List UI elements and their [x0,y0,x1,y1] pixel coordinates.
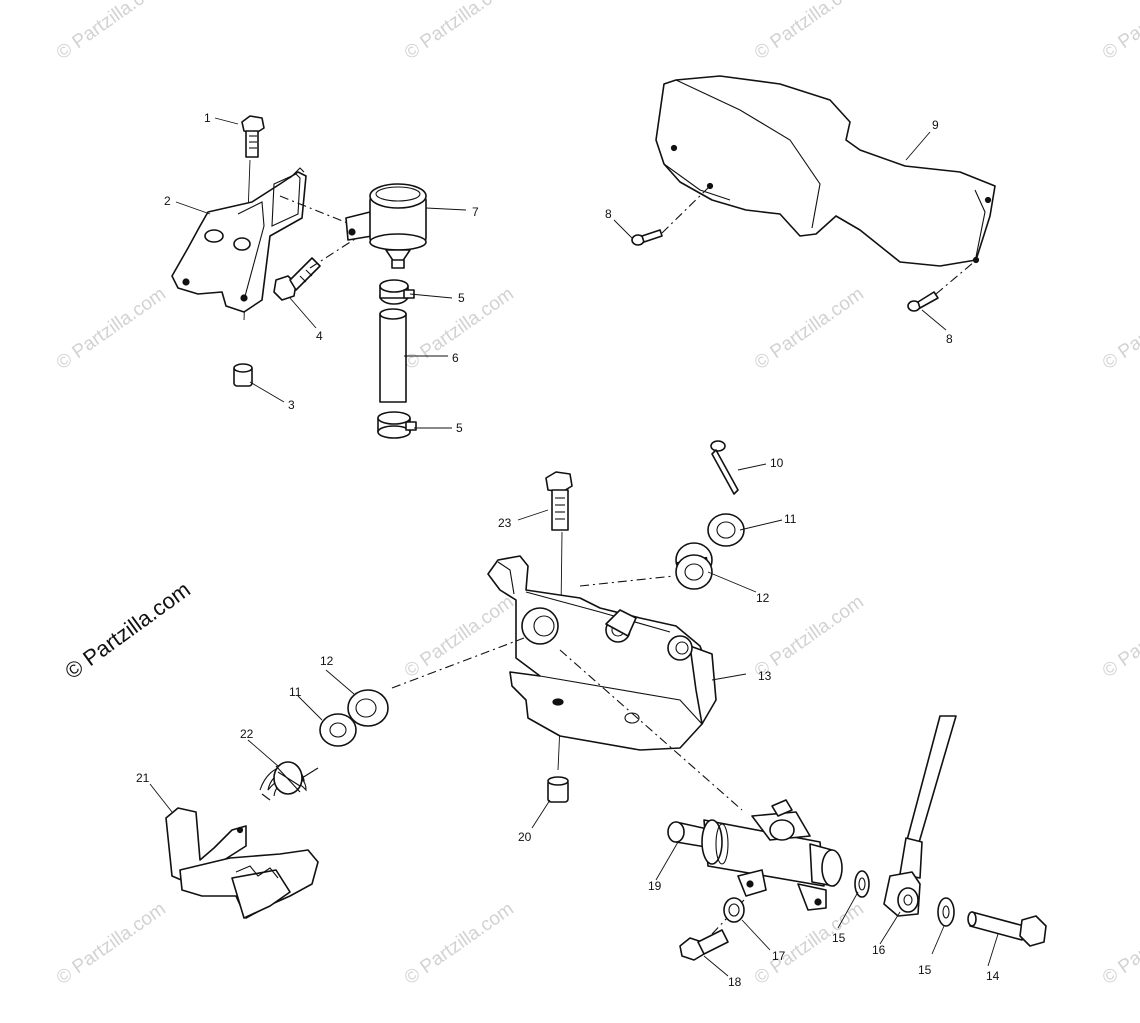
part-reservoir-7 [345,183,427,269]
part-cotter-pin-10 [710,440,739,495]
watermark-text: © Partzilla.com [401,0,518,64]
callout-1: 1 [204,111,211,125]
watermark-text: © Partzilla.com [1099,0,1140,64]
callout-12-upper: 12 [756,591,770,605]
part-bolt-18 [679,929,729,961]
watermark-text: © Partzilla.com [1099,283,1140,374]
part-bracket-13 [487,555,717,751]
watermark-text: © Partzilla.com [53,898,170,989]
callout-17: 17 [772,949,786,963]
callout-14: 14 [986,969,1000,983]
part-rod-16 [883,715,957,917]
callout-15-left: 15 [832,931,846,945]
callout-5-lower: 5 [456,421,463,435]
callout-9: 9 [932,118,939,132]
watermark-text: © Partzilla.com [1099,898,1140,989]
callout-11-lower: 11 [289,685,302,699]
callout-8-left: 8 [605,207,612,221]
callout-22: 22 [240,727,254,741]
part-clamp-5-upper [379,279,415,305]
part-master-cylinder-19 [667,799,843,911]
callout-18: 18 [728,975,742,989]
callout-19: 19 [648,879,662,893]
watermark-grid: © Partzilla.com © Partzilla.com © Partzi… [53,0,1140,989]
watermark-text: © Partzilla.com [401,898,518,989]
part-bracket-2 [171,167,307,313]
callout-23: 23 [498,516,512,530]
part-washer-15-right [937,897,955,927]
callout-20: 20 [518,830,532,844]
watermark-text: © Partzilla.com [751,0,868,64]
callout-3: 3 [288,398,295,412]
callout-21: 21 [136,771,150,785]
part-hose-6 [379,308,407,403]
callout-13: 13 [758,669,772,683]
callout-5-upper: 5 [458,291,465,305]
watermark-text: © Partzilla.com [53,0,170,64]
part-nut-3 [233,363,253,387]
callout-6: 6 [452,351,459,365]
callout-11-upper: 11 [784,512,797,526]
callout-4: 4 [316,329,323,343]
callout-7: 7 [472,205,479,219]
part-cover-9 [655,75,996,267]
part-screw-8-left [631,229,663,246]
part-washer-11-lower [319,713,357,747]
part-washer-17 [723,897,745,923]
part-washer-11-upper [707,513,745,547]
part-bolt-14 [967,911,1047,947]
part-bolt-4 [273,257,321,301]
part-spring-22 [259,761,319,801]
part-bolt-1 [241,115,265,158]
callout-15-right: 15 [918,963,932,977]
watermark-text: © Partzilla.com [751,898,868,989]
watermark-text: © Partzilla.com [53,283,170,374]
callout-8-right: 8 [946,332,953,346]
callout-labels: 1 2 3 4 5 5 6 7 8 8 9 10 11 11 12 12 13 … [136,111,1000,989]
callout-10: 10 [770,456,784,470]
part-bushing-12-lower [347,689,389,727]
callout-2: 2 [164,194,171,208]
part-nut-20 [547,776,569,803]
part-pedal-21 [165,807,319,919]
part-bolt-23 [545,471,573,531]
watermark-text: © Partzilla.com [401,591,518,682]
part-screw-8-right [907,291,939,312]
leader-lines [149,117,999,977]
part-clamp-5-lower [377,411,417,439]
watermark-text: © Partzilla.com [1099,591,1140,682]
watermark-text: © Partzilla.com [751,283,868,374]
watermark-main: © Partzilla.com [60,577,195,684]
callout-12-lower: 12 [320,654,334,668]
part-washer-15-left [854,870,870,898]
callout-16: 16 [872,943,886,957]
part-bushing-12-upper [675,542,713,590]
